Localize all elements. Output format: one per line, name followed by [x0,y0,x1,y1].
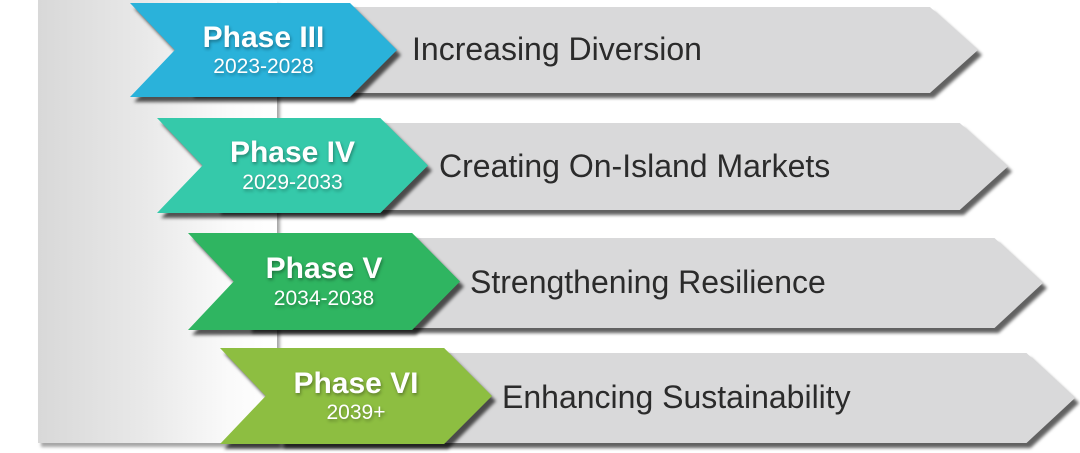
phase-label: Phase VI [293,366,419,400]
phase-years: 2039+ [326,401,386,425]
phase-arrow: Phase VI 2039+ [220,348,492,444]
phase-description: Strengthening Resilience [470,264,826,301]
phase-label: Phase V [265,252,383,286]
phase-label: Phase IV [229,136,356,170]
phase-arrow: Phase V 2034-2038 [188,233,460,330]
phase-years: 2034-2038 [273,286,375,310]
phase-label: Phase III [202,20,325,54]
phase-arrow: Phase III 2023-2028 [130,3,397,97]
phase-years: 2023-2028 [213,55,314,79]
phase-years: 2029-2033 [242,170,343,194]
phase-description: Enhancing Sustainability [502,379,851,416]
phase-arrow: Phase IV 2029-2033 [157,118,428,213]
phase-description: Creating On-Island Markets [439,147,831,184]
phase-description: Increasing Diversion [412,31,702,68]
